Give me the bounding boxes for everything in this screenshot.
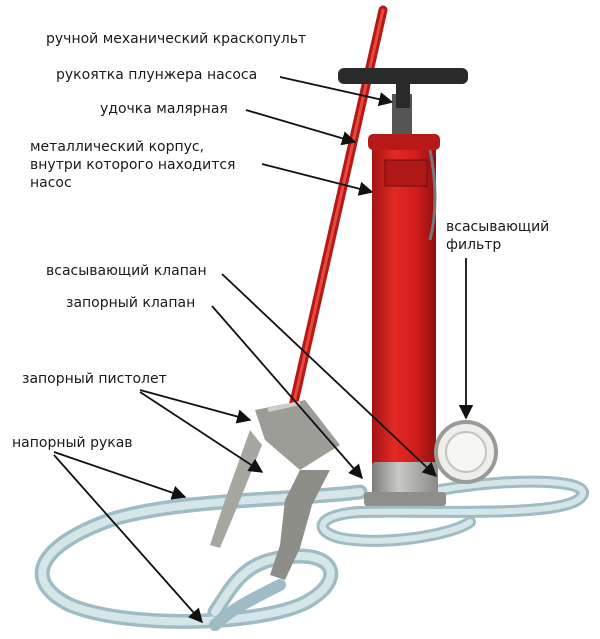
label-suction-valve: всасывающий клапан xyxy=(46,263,207,279)
arrow-suction-valve xyxy=(221,273,438,477)
arrow-plunger-handle xyxy=(279,76,394,107)
label-plunger-handle: рукоятка плунжера насоса xyxy=(56,67,258,83)
callout-arrows xyxy=(53,76,474,624)
label-pump-body-line3: насос xyxy=(30,175,72,191)
label-pump-body-line2: внутри которого находится xyxy=(30,157,236,173)
label-pressure-hose: напорный рукав xyxy=(12,435,133,451)
suction-filter xyxy=(434,420,498,484)
label-shutoff-valve: запорный клапан xyxy=(66,295,196,311)
arrow-pump-body xyxy=(261,163,374,196)
label-pump-body-line1: металлический корпус, xyxy=(30,139,205,155)
diagram-title: ручной механический краскопульт xyxy=(46,31,307,47)
arrow-gun-1 xyxy=(139,389,252,424)
arrow-shutoff-valve xyxy=(211,305,363,480)
label-pump-body: металлический корпус, внутри которого на… xyxy=(30,138,235,192)
arrow-paint-rod xyxy=(245,109,357,146)
label-suction-filter: всасывающий фильтр xyxy=(446,218,549,254)
label-paint-rod: удочка малярная xyxy=(100,101,228,117)
arrow-gun-2 xyxy=(139,391,264,473)
pressure-hose xyxy=(34,475,589,631)
arrow-hose-2 xyxy=(53,454,203,624)
pump-body xyxy=(364,94,446,506)
label-shutoff-gun: запорный пистолет xyxy=(22,371,167,387)
label-suction-filter-line1: всасывающий xyxy=(446,219,550,235)
plunger-handle xyxy=(338,68,468,108)
label-suction-filter-line2: фильтр xyxy=(446,237,502,253)
arrow-hose-1 xyxy=(53,451,187,500)
